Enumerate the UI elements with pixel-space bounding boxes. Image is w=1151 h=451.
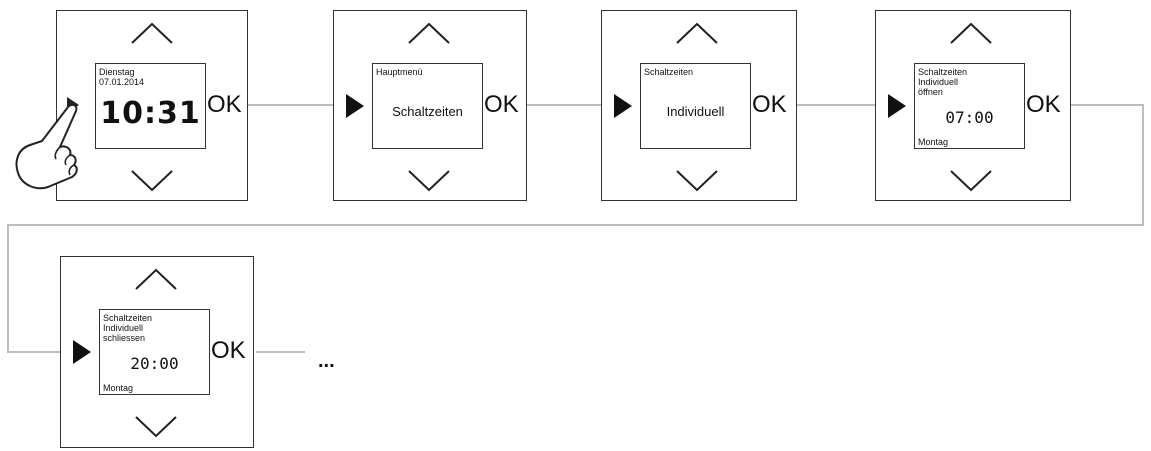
chevron-down-icon[interactable]	[130, 169, 174, 193]
chevron-down-icon[interactable]	[949, 169, 993, 193]
play-triangle-icon[interactable]	[73, 340, 91, 364]
screen-time: 20:00	[130, 354, 179, 373]
display-screen: Hauptmenü Schaltzeiten	[372, 63, 483, 149]
ok-button[interactable]: OK	[484, 91, 519, 118]
chevron-up-icon[interactable]	[949, 21, 993, 45]
screen-top-text: Schaltzeiten	[644, 67, 694, 77]
panel-main-menu: Hauptmenü Schaltzeiten OK	[333, 10, 527, 201]
screen-weekday: Montag	[918, 137, 949, 147]
chevron-up-icon[interactable]	[134, 267, 178, 291]
ok-button[interactable]: OK	[752, 91, 787, 118]
ok-button[interactable]: OK	[1026, 91, 1061, 118]
chevron-up-icon[interactable]	[407, 21, 451, 45]
chevron-up-icon[interactable]	[675, 21, 719, 45]
screen-menu-label: Schaltzeiten	[392, 104, 463, 119]
continuation-ellipsis: ...	[318, 350, 335, 372]
chevron-down-icon[interactable]	[407, 169, 451, 193]
play-triangle-icon[interactable]	[346, 94, 364, 118]
screen-menu-label: Individuell	[666, 104, 725, 119]
display-screen: Schaltzeiten Individuell	[640, 63, 751, 149]
screen-top-text: Hauptmenü	[376, 67, 423, 77]
chevron-down-icon[interactable]	[134, 415, 178, 439]
play-triangle-icon[interactable]	[614, 94, 632, 118]
screen-time: 10:31	[100, 96, 201, 131]
screen-weekday: Montag	[103, 383, 134, 393]
chevron-down-icon[interactable]	[675, 169, 719, 193]
play-triangle-icon[interactable]	[888, 94, 906, 118]
screen-time: 07:00	[945, 108, 994, 127]
chevron-up-icon[interactable]	[130, 21, 174, 45]
ok-button[interactable]: OK	[207, 91, 242, 118]
pointing-hand-icon	[15, 103, 78, 190]
ok-button[interactable]: OK	[211, 337, 246, 364]
panel-switching-times: Schaltzeiten Individuell OK	[601, 10, 797, 201]
